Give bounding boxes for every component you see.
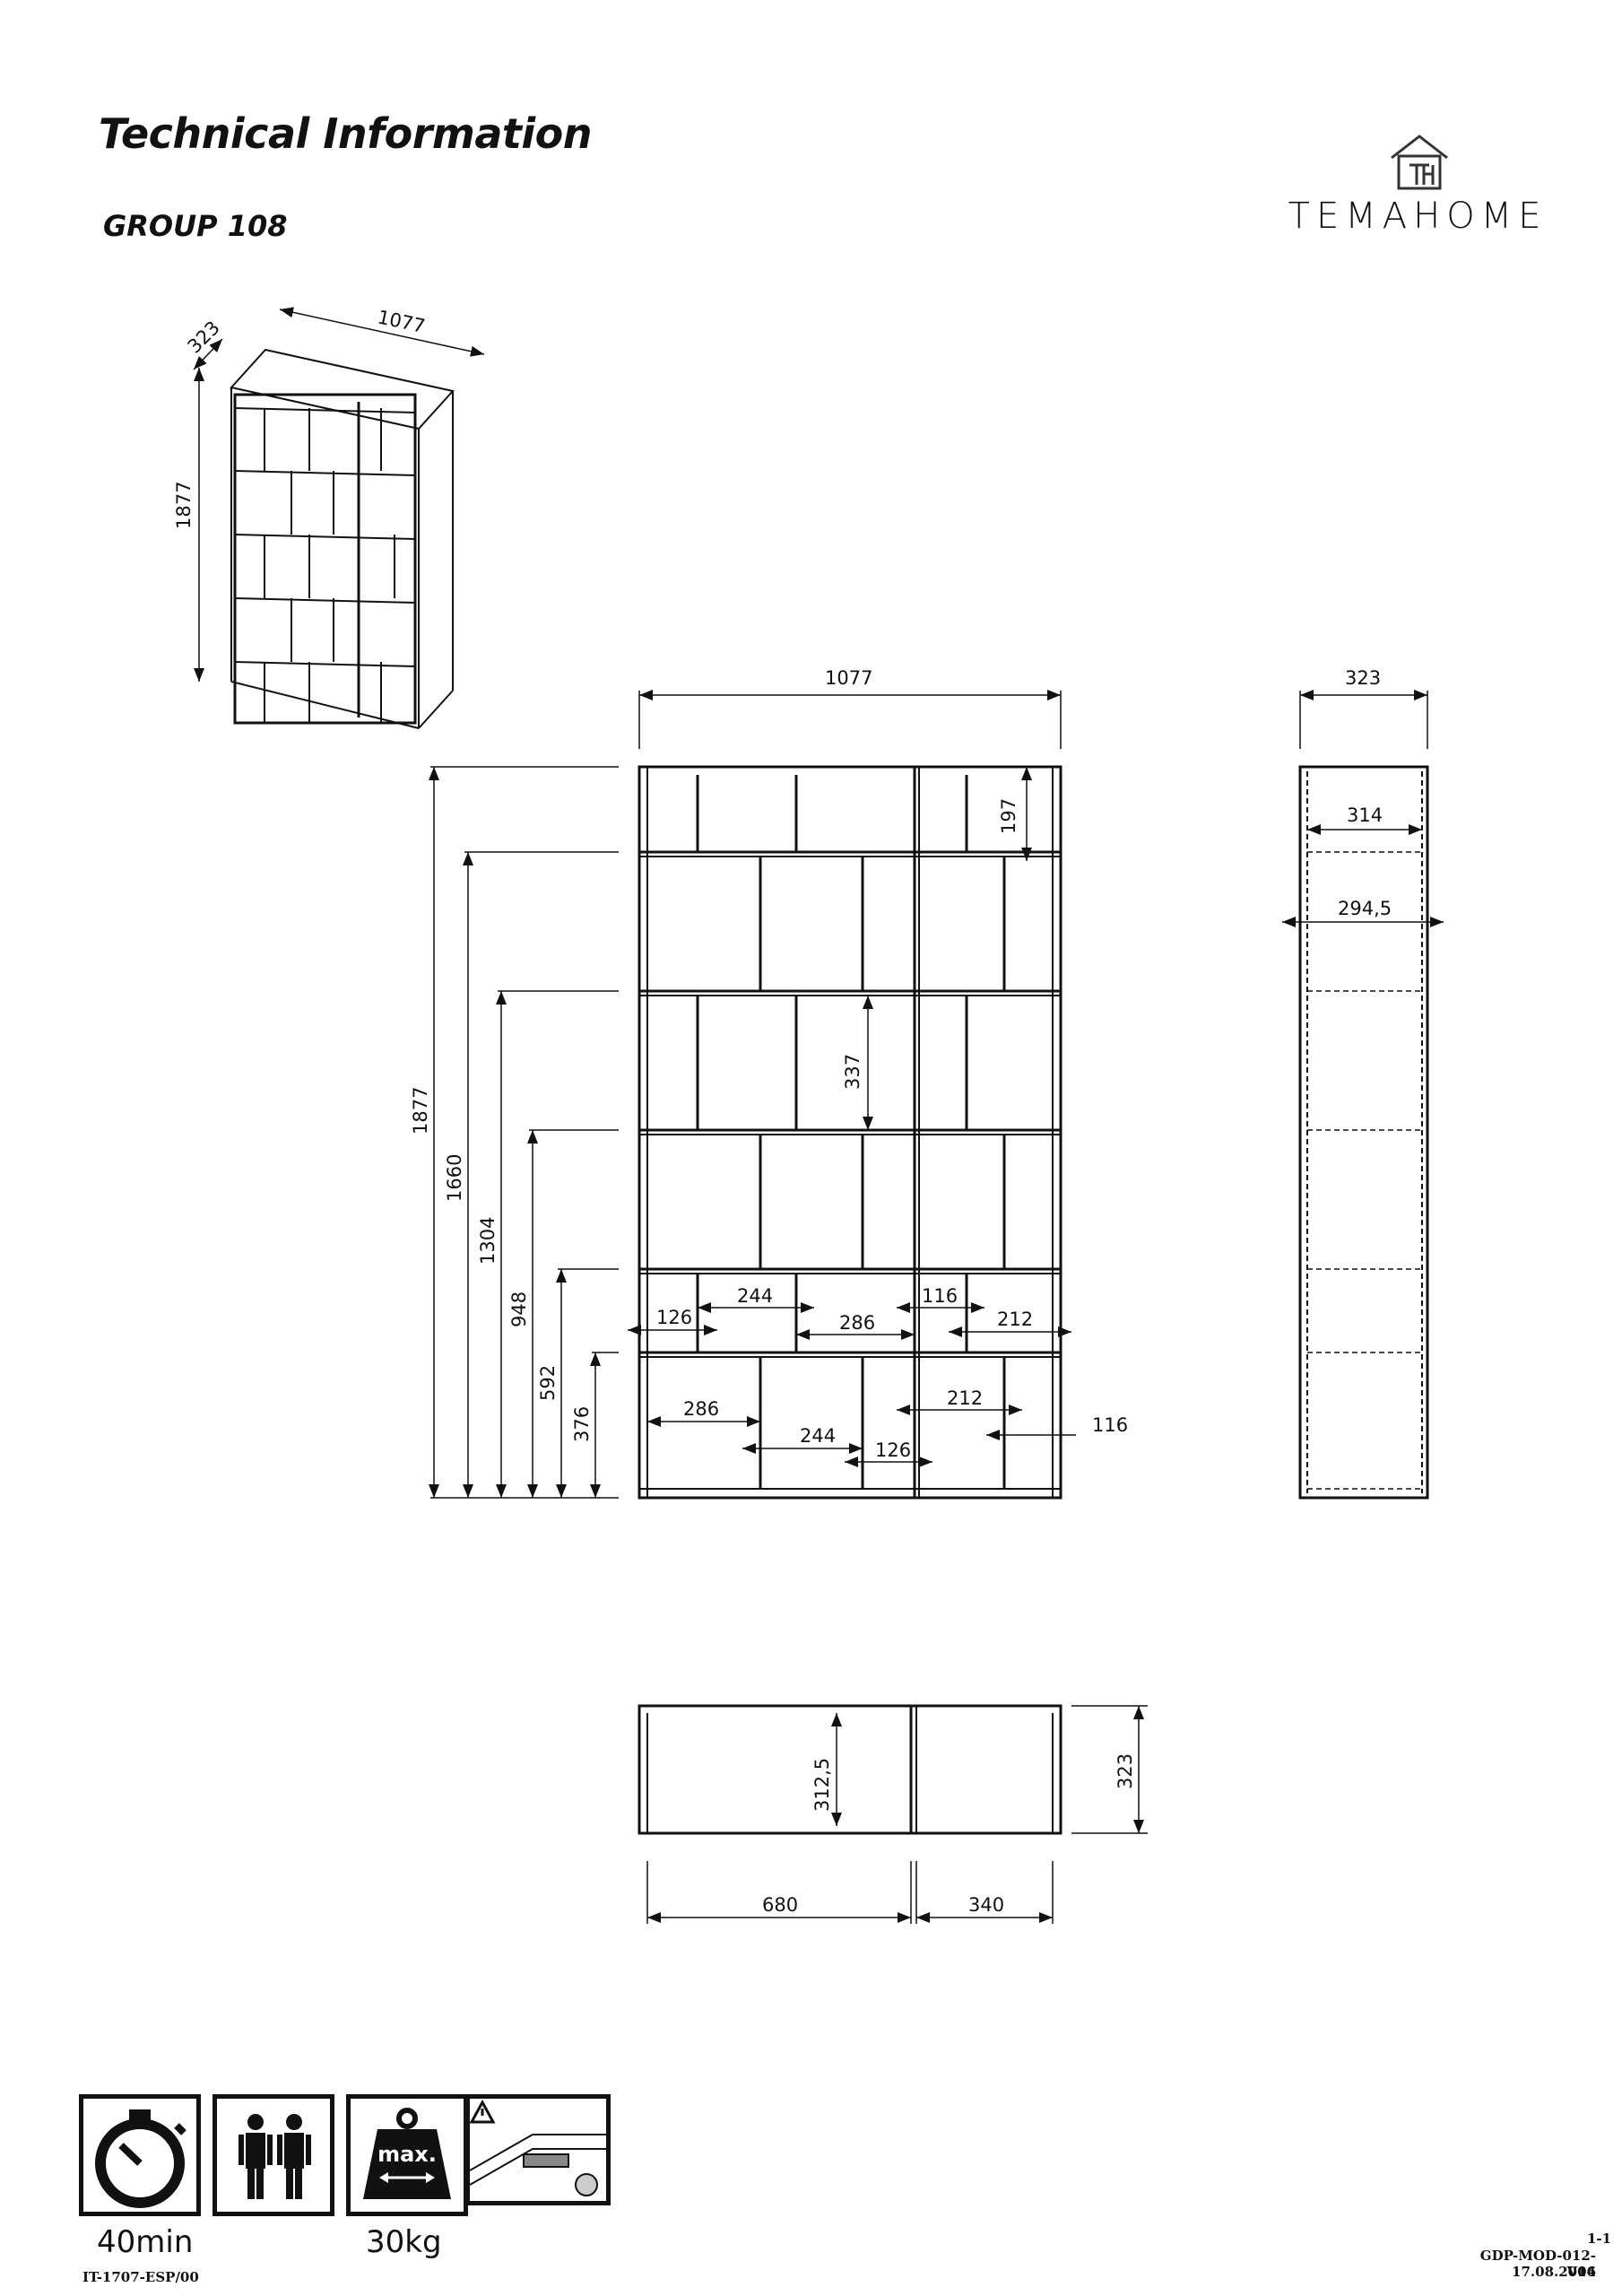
side-dimension-lines — [1282, 690, 1444, 927]
height-948-label: 948 — [508, 1292, 530, 1327]
top-right-width-label: 340 — [968, 1894, 1004, 1916]
document-code: GDP-MOD-012-V04 — [1479, 2248, 1596, 2280]
document-date: 17.08.2016 — [1512, 2264, 1596, 2280]
top-view — [638, 1704, 1063, 1835]
height-376-label: 376 — [571, 1406, 593, 1442]
height-592-label: 592 — [537, 1365, 559, 1401]
stopwatch-icon — [79, 2094, 201, 2216]
page-number: 1-1 — [1587, 2231, 1612, 2247]
side-view — [1298, 765, 1429, 1500]
side-depth-label: 323 — [1345, 667, 1381, 689]
shelf-depth-label: 314 — [1347, 804, 1383, 826]
assembly-time-label: 40min — [97, 2224, 194, 2260]
house-th-logo-icon — [1391, 135, 1448, 190]
height-1877-label: 1877 — [410, 1087, 431, 1135]
height-1660-label: 1660 — [444, 1154, 465, 1202]
row6-dim-label: 116 — [1092, 1414, 1128, 1436]
top-depth-label: 323 — [1115, 1753, 1136, 1789]
front-view — [638, 765, 1063, 1500]
row5-dim-label: 212 — [997, 1309, 1033, 1330]
iso-height-label: 1877 — [173, 482, 195, 529]
row6-dim-label: 212 — [947, 1387, 983, 1409]
top-inner-label: 312,5 — [811, 1758, 833, 1812]
document-reference: IT-1707-ESP/00 — [82, 2269, 199, 2285]
top-compartment-label: 197 — [998, 798, 1019, 834]
inner-depth-label: 294,5 — [1338, 898, 1392, 919]
front-dimension-lines — [429, 690, 1076, 1499]
row6-dim-label: 244 — [800, 1425, 836, 1447]
row5-dim-label: 244 — [737, 1285, 773, 1307]
weight-max-icon: max. — [346, 2094, 468, 2216]
row6-dim-label: 286 — [683, 1398, 719, 1420]
product-group: GROUP 108 — [103, 209, 288, 243]
row6-dim-label: 126 — [875, 1439, 911, 1461]
max-weight-label: 30kg — [366, 2224, 442, 2260]
two-people-icon — [213, 2094, 334, 2216]
isometric-view — [193, 307, 485, 729]
front-width-label: 1077 — [825, 667, 872, 689]
top-left-width-label: 680 — [762, 1894, 798, 1916]
wall-fixing-warning-icon — [465, 2094, 611, 2205]
brand-name: TEMAHOME — [1288, 196, 1548, 237]
weight-max-text: max. — [377, 2142, 437, 2167]
row5-dim-label: 116 — [922, 1285, 958, 1307]
iso-depth-label: 323 — [184, 317, 224, 357]
row5-dim-label: 126 — [656, 1307, 692, 1328]
compartment-height-label: 337 — [842, 1054, 863, 1090]
page-title: Technical Information — [99, 109, 593, 158]
top-dimension-lines — [646, 1705, 1148, 1924]
height-1304-label: 1304 — [477, 1217, 499, 1265]
row5-dim-label: 286 — [839, 1312, 875, 1334]
